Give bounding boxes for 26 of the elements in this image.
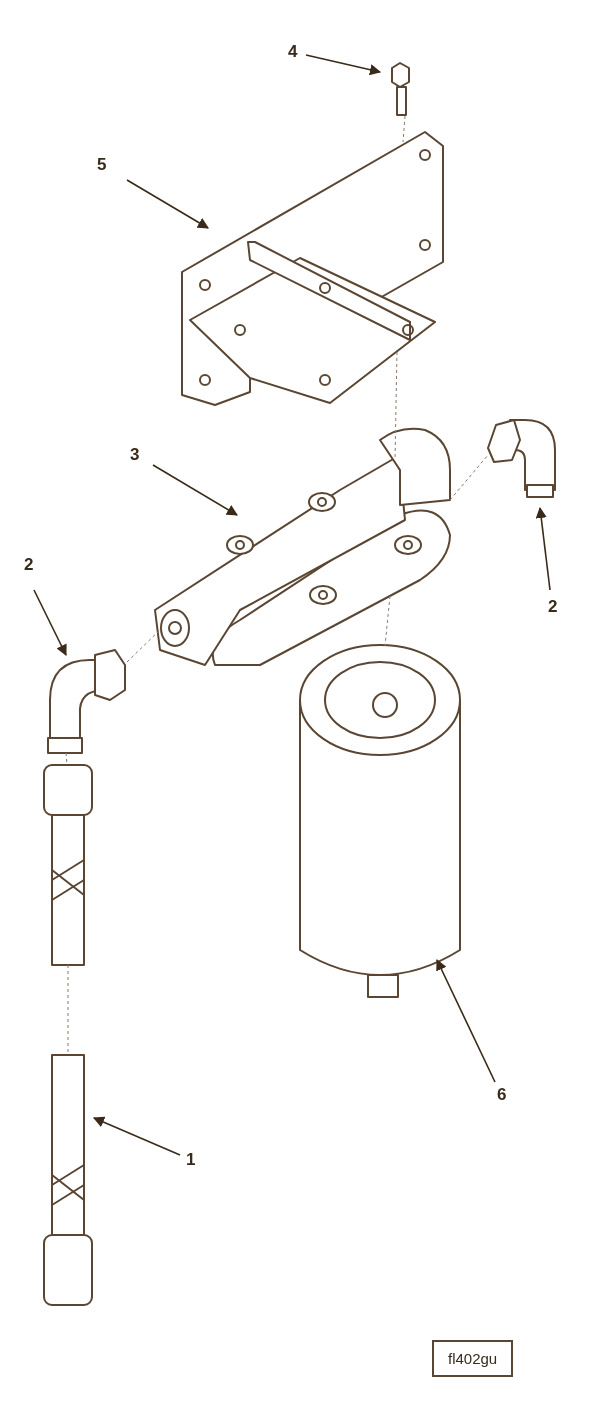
center-line [449,454,489,501]
callout-number: 5 [97,155,107,175]
part-drawing [47,649,126,754]
center-line [402,115,406,143]
leader-line [436,959,496,1083]
callout-number: 3 [130,445,140,465]
part-drawing [154,427,451,666]
part-drawing [391,62,410,116]
callout-number: 2 [24,555,34,575]
callout-number: 4 [288,42,298,62]
filter-drawing [299,644,461,998]
callout-number: 6 [497,1085,507,1105]
part-drawing [43,764,93,1306]
callout-number: 2 [548,597,558,617]
figure-code: fl402gu [432,1340,514,1377]
center-line [126,627,163,663]
leader-line [535,506,551,591]
center-line [384,595,391,647]
part-drawing [181,131,444,406]
leader-line [305,54,382,76]
callout-number: 1 [186,1150,196,1170]
leader-line [152,464,238,516]
leader-line [92,1116,181,1156]
leader-line [33,589,67,656]
part-drawing [487,419,556,498]
leader-line [126,179,209,229]
